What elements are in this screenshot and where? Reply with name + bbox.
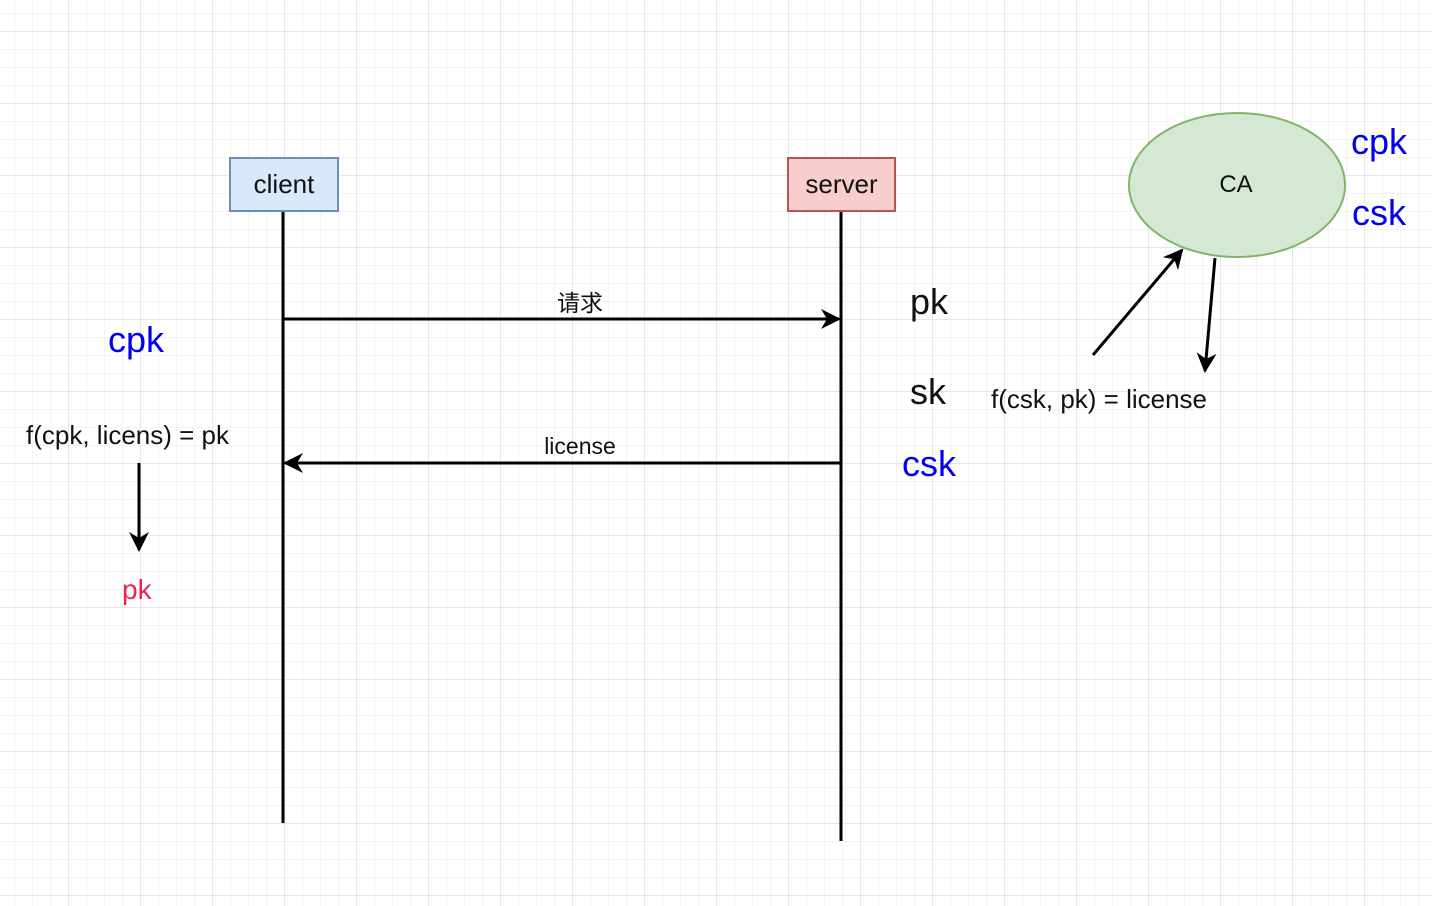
server-pk-label: pk <box>910 281 949 322</box>
server-sk-label: sk <box>910 371 946 412</box>
ca-cpk-label: cpk <box>1351 121 1408 162</box>
server-actor-label: server <box>805 169 878 199</box>
request-label: 请求 <box>557 290 603 316</box>
ca-input-arrow <box>1091 248 1184 356</box>
ca-label: CA <box>1219 171 1253 198</box>
client-cpk-label: cpk <box>108 319 165 360</box>
client-actor-box[interactable]: client <box>229 157 339 212</box>
response-label: license <box>544 433 616 459</box>
server-actor-box[interactable]: server <box>787 157 896 212</box>
ca-output-arrow <box>1196 257 1217 373</box>
server-csk-label: csk <box>902 443 956 484</box>
ca-formula: f(csk, pk) = license <box>991 384 1208 414</box>
client-formula: f(cpk, licens) = pk <box>26 420 230 450</box>
ca-csk-label: csk <box>1352 192 1406 233</box>
ca-node[interactable] <box>1128 112 1346 258</box>
client-actor-label: client <box>253 169 315 199</box>
client-result-pk: pk <box>122 574 152 605</box>
